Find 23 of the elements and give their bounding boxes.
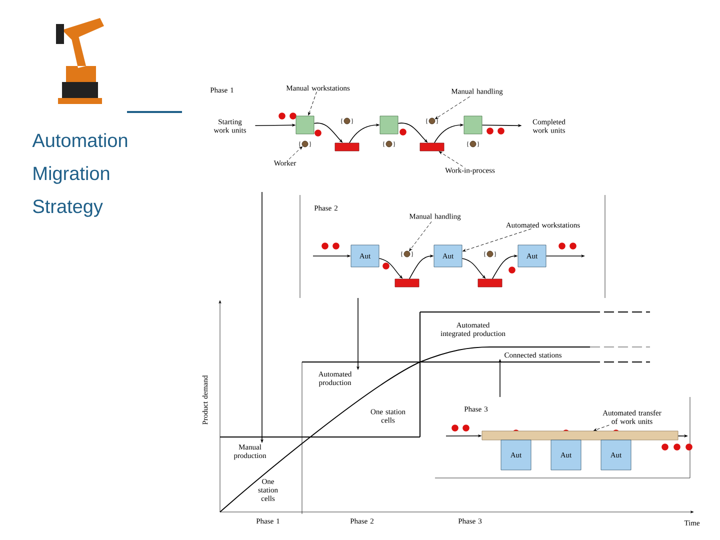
storage-bin: [478, 278, 502, 288]
worker-icon: [467, 140, 479, 148]
worker-icon: [426, 118, 438, 124]
leader-line: [409, 221, 432, 252]
storage-bin: [420, 142, 444, 152]
worker-icon: [484, 250, 496, 258]
leader-line: [462, 228, 532, 252]
storage-bin: [394, 278, 420, 288]
worker-icon: [299, 140, 311, 148]
workstation-box: [380, 116, 398, 134]
worker-icon: [341, 118, 353, 124]
leader-line: [308, 92, 317, 116]
title: Automation Migration Strategy: [32, 133, 128, 217]
leader-line: [435, 96, 470, 120]
leader-line: [288, 146, 302, 160]
workstation-box: [296, 116, 314, 134]
conveyor-bar: [482, 430, 678, 440]
leader-line: [439, 151, 463, 167]
worker-icon: [383, 140, 395, 148]
leader-line: [594, 424, 610, 431]
storage-bin: [334, 142, 360, 152]
worker-icon: [401, 250, 413, 258]
workstation-box: [464, 116, 482, 134]
